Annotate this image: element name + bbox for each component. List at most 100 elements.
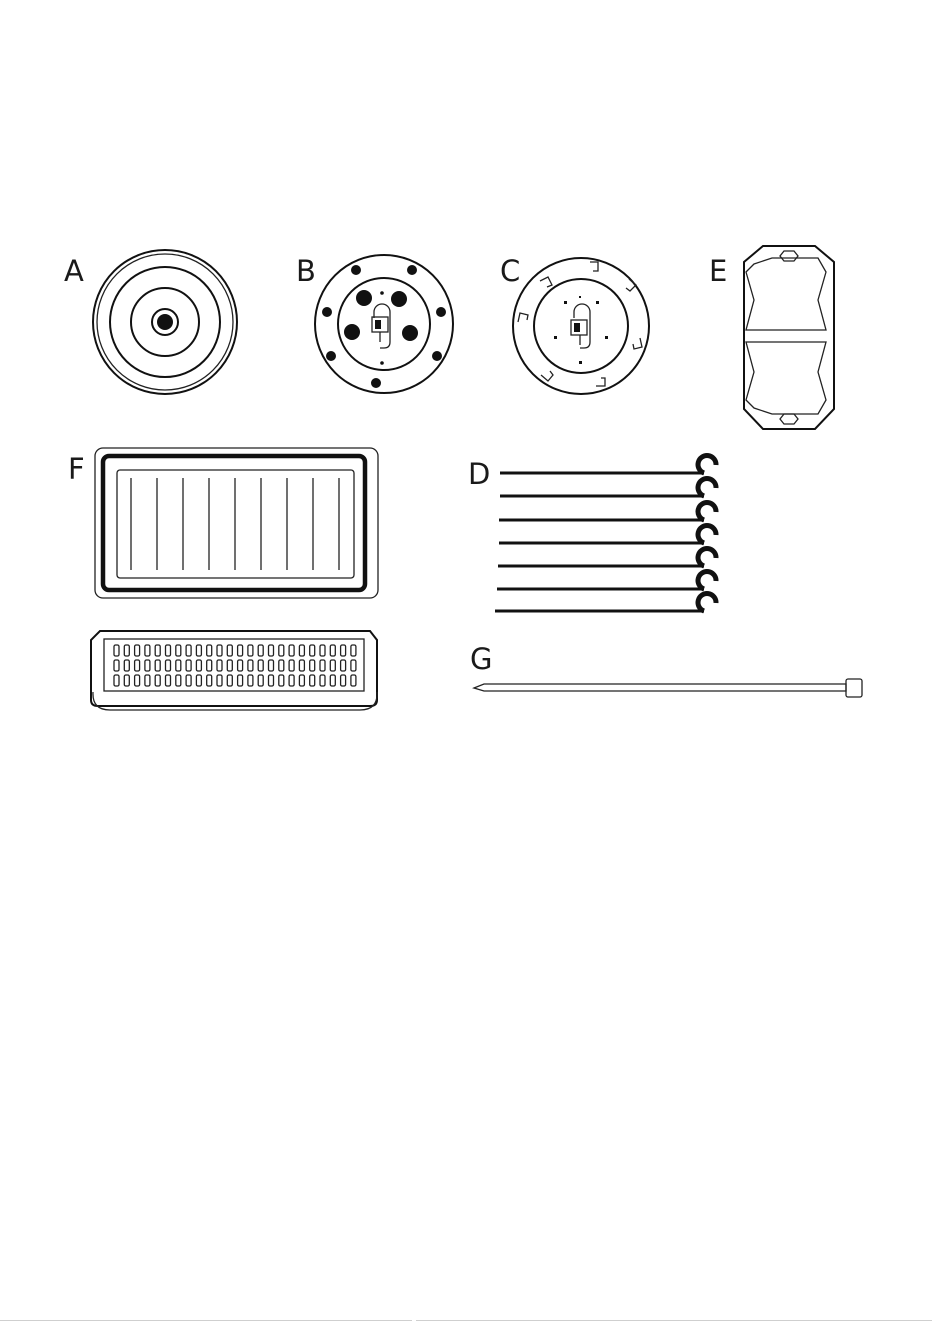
vent-slot xyxy=(155,645,160,656)
vent-slot xyxy=(176,675,181,686)
vent-slot xyxy=(330,660,335,671)
vent-slot xyxy=(155,675,160,686)
part-f-label: F xyxy=(68,452,85,486)
vent-slot xyxy=(217,660,222,671)
vent-slot xyxy=(320,675,325,686)
vent-slot xyxy=(207,645,212,656)
part-a-label: A xyxy=(64,254,84,288)
cable-tie-strap xyxy=(474,684,846,691)
vent-slot xyxy=(217,645,222,656)
vent-slot xyxy=(166,675,171,686)
part-a-center-hole xyxy=(157,314,173,330)
part-e-bottom-hole xyxy=(780,414,798,424)
vent-slot xyxy=(238,660,243,671)
vent-slot xyxy=(310,675,315,686)
ground-stake xyxy=(499,526,716,543)
vent-slot xyxy=(258,645,263,656)
vent-slot xyxy=(124,675,129,686)
ground-stake xyxy=(500,456,716,473)
vent-slot xyxy=(269,645,274,656)
bottom-rule-right xyxy=(416,1320,932,1321)
part-g: G xyxy=(470,642,862,697)
vent-slot xyxy=(145,675,150,686)
ground-stake xyxy=(497,572,716,589)
part-e-lower-cutout xyxy=(746,342,826,414)
vent-slot xyxy=(279,645,284,656)
part-b-outer-rim xyxy=(315,255,453,393)
part-b-label: B xyxy=(296,254,316,288)
vent-slot xyxy=(186,645,191,656)
battery-cover-vents xyxy=(114,645,356,686)
vent-slot xyxy=(289,660,294,671)
vent-slot xyxy=(145,645,150,656)
vent-slot xyxy=(114,645,119,656)
vent-slot xyxy=(135,660,140,671)
vent-slot xyxy=(114,660,119,671)
battery-cover-base xyxy=(93,692,377,710)
vent-slot xyxy=(155,660,160,671)
ground-stake xyxy=(498,549,716,566)
vent-slot xyxy=(196,645,201,656)
vent-slot xyxy=(279,660,284,671)
vent-slot xyxy=(341,675,346,686)
vent-slot xyxy=(269,675,274,686)
ground-stakes xyxy=(495,456,716,611)
solar-panel-cell-lines xyxy=(131,478,339,570)
vent-slot xyxy=(227,675,232,686)
vent-slot xyxy=(248,645,253,656)
part-e-upper-cutout xyxy=(746,258,826,330)
vent-slot xyxy=(196,660,201,671)
vent-slot xyxy=(186,660,191,671)
part-g-label: G xyxy=(470,642,492,676)
vent-slot xyxy=(124,645,129,656)
vent-slot xyxy=(145,660,150,671)
vent-slot xyxy=(258,660,263,671)
part-b-inner-rim xyxy=(338,278,430,370)
part-f: F xyxy=(68,448,378,710)
switch-icon xyxy=(571,304,590,348)
vent-slot xyxy=(196,675,201,686)
vent-slot xyxy=(310,645,315,656)
part-d-label: D xyxy=(468,457,490,491)
vent-slot xyxy=(330,645,335,656)
vent-slot xyxy=(186,675,191,686)
vent-slot xyxy=(299,660,304,671)
vent-slot xyxy=(124,660,129,671)
part-e-top-hole xyxy=(780,251,798,261)
vent-slot xyxy=(289,675,294,686)
cable-tie-head xyxy=(846,679,862,697)
part-b: B xyxy=(296,254,453,393)
vent-slot xyxy=(269,660,274,671)
vent-slot xyxy=(341,660,346,671)
vent-slot xyxy=(248,675,253,686)
vent-slot xyxy=(135,675,140,686)
part-d: D xyxy=(468,456,716,611)
vent-slot xyxy=(289,645,294,656)
vent-slot xyxy=(299,645,304,656)
part-a: A xyxy=(64,250,237,394)
vent-slot xyxy=(238,675,243,686)
part-c: C xyxy=(500,254,649,394)
part-e-frame xyxy=(744,246,834,429)
solar-panel-frame xyxy=(103,456,365,590)
part-c-label: C xyxy=(500,254,520,288)
vent-slot xyxy=(258,675,263,686)
vent-slot xyxy=(114,675,119,686)
part-e-label: E xyxy=(709,254,727,288)
switch-icon xyxy=(372,304,390,348)
ground-stake xyxy=(500,479,716,496)
vent-slot xyxy=(135,645,140,656)
battery-cover-outline xyxy=(91,631,377,706)
vent-slot xyxy=(176,645,181,656)
part-c-inner-rim xyxy=(534,279,628,373)
vent-slot xyxy=(351,645,356,656)
vent-slot xyxy=(207,660,212,671)
vent-slot xyxy=(227,645,232,656)
vent-slot xyxy=(351,675,356,686)
vent-slot xyxy=(330,675,335,686)
vent-slot xyxy=(310,660,315,671)
vent-slot xyxy=(248,660,253,671)
vent-slot xyxy=(166,660,171,671)
vent-slot xyxy=(351,660,356,671)
